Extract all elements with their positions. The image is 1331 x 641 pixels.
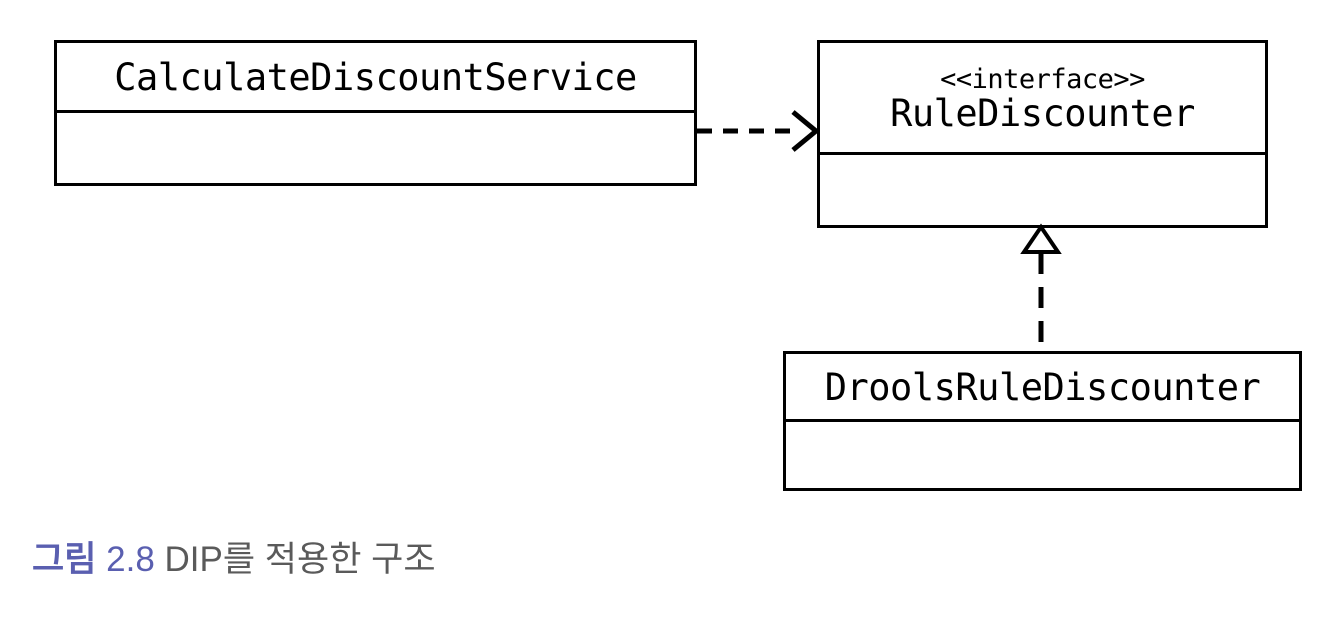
- uml-class-name-compartment: CalculateDiscountService: [57, 43, 694, 113]
- figure-caption: 그림 2.8 DIP를 적용한 구조: [32, 537, 436, 583]
- uml-class-name-compartment: DroolsRuleDiscounter: [786, 354, 1299, 422]
- uml-interface-members-compartment: [820, 155, 1265, 225]
- realization-connector: [1020, 223, 1062, 351]
- dependency-connector: [697, 110, 820, 152]
- uml-class-name: CalculateDiscountService: [114, 55, 637, 99]
- uml-class-members-compartment: [786, 422, 1299, 488]
- figure-caption-text: DIP를 적용한 구조: [164, 540, 436, 579]
- uml-stereotype-label: <<interface>>: [940, 63, 1145, 95]
- realization-hollow-triangle: [1020, 223, 1062, 254]
- uml-interface-rule-discounter[interactable]: <<interface>> RuleDiscounter: [817, 40, 1268, 228]
- uml-class-drools-rule-discounter[interactable]: DroolsRuleDiscounter: [783, 351, 1302, 491]
- uml-class-calculate-discount-service[interactable]: CalculateDiscountService: [54, 40, 697, 186]
- uml-interface-name-compartment: <<interface>> RuleDiscounter: [820, 43, 1265, 155]
- figure-caption-label: 그림: [32, 540, 97, 579]
- figure-caption-number: 2.8: [106, 540, 155, 579]
- dependency-open-arrowhead: [791, 110, 820, 152]
- uml-class-members-compartment: [57, 113, 694, 183]
- uml-interface-name: RuleDiscounter: [890, 92, 1195, 136]
- uml-class-name: DroolsRuleDiscounter: [824, 365, 1261, 409]
